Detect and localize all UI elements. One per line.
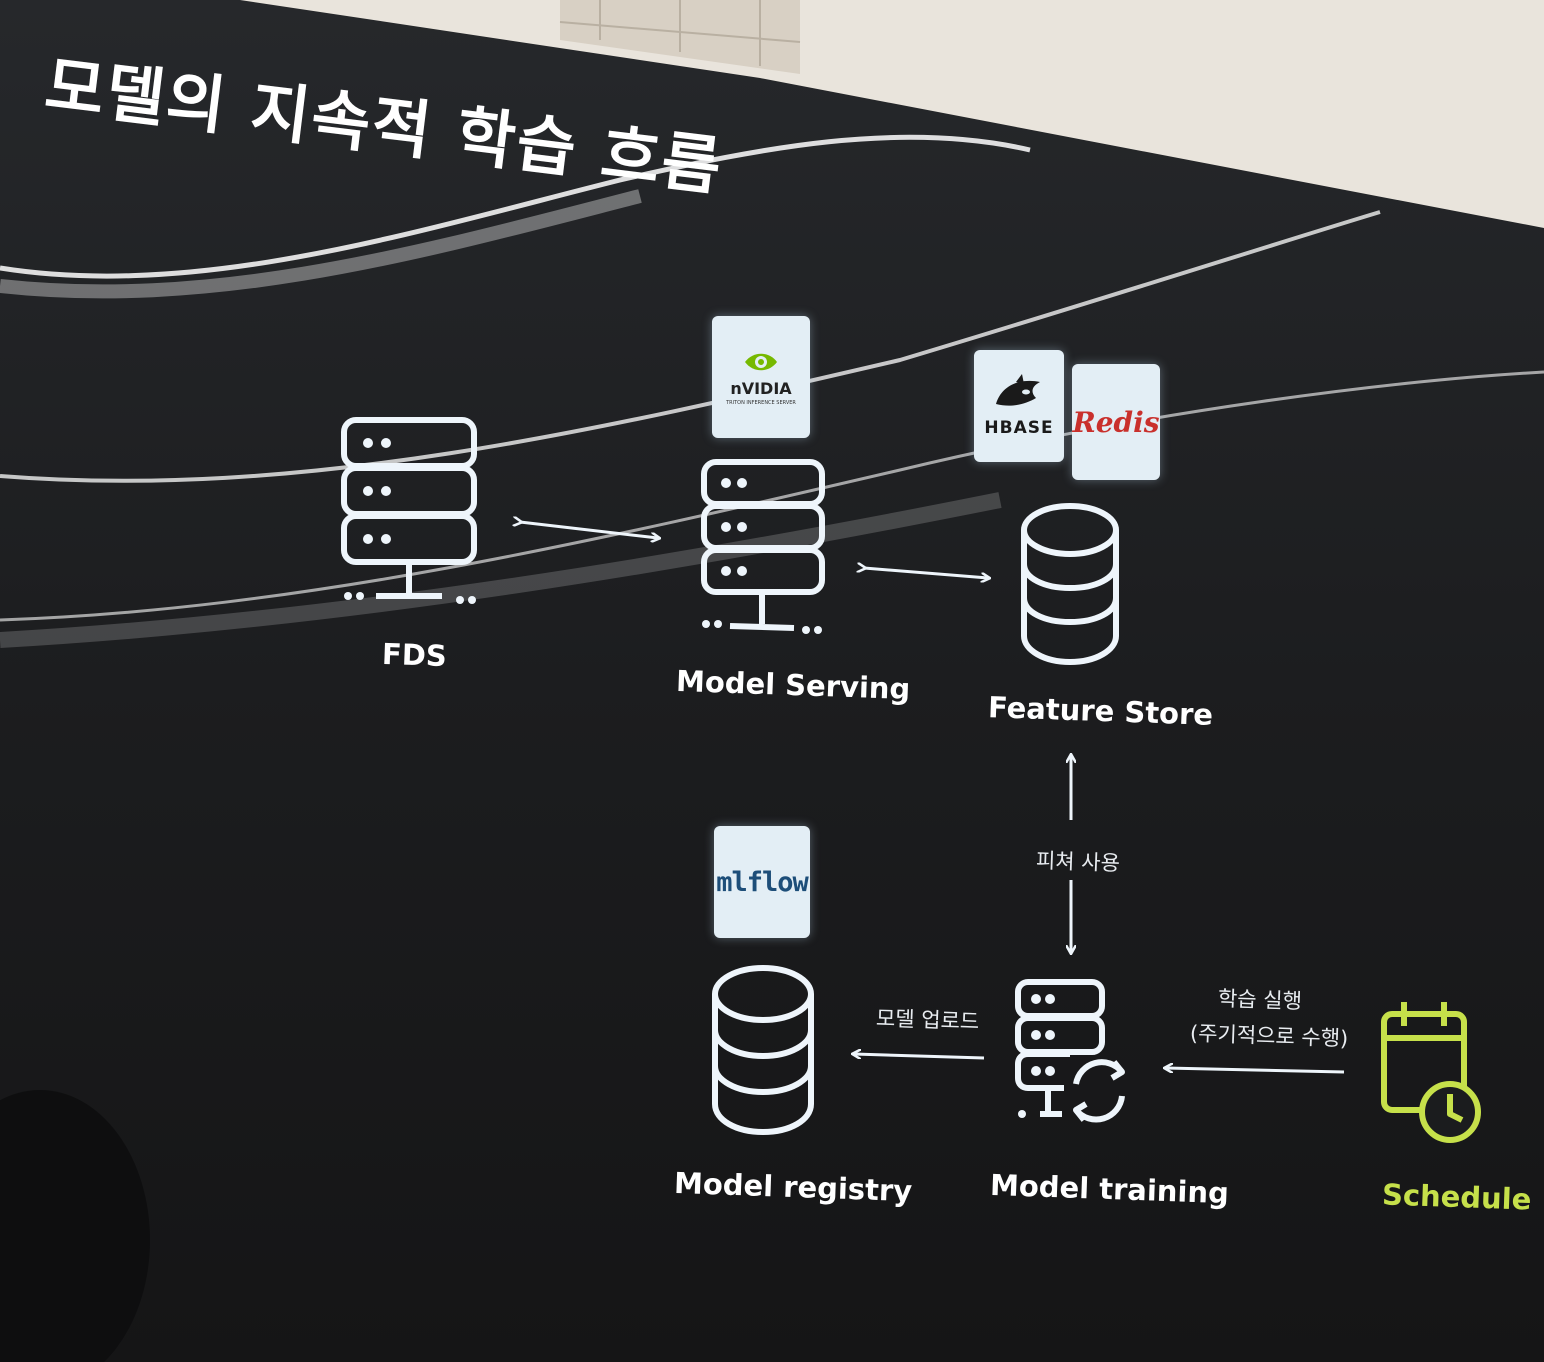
nvidia-logo: nVIDIA TRITON INFERENCE SERVER <box>712 316 810 438</box>
model-serving-server-icon <box>701 459 825 634</box>
hbase-logo: HBASE <box>974 350 1064 462</box>
nvidia-eye-icon <box>745 353 777 370</box>
wall-top <box>240 0 1544 228</box>
model-upload-label: 모델 업로드 <box>875 1006 980 1034</box>
fds-server-icon <box>341 417 477 604</box>
model-training-icon <box>1015 979 1125 1123</box>
hbase-logo-text: HBASE <box>984 418 1054 438</box>
schedule-training-arrow <box>1166 1068 1345 1074</box>
train-run-label: 학습 실행 <box>1217 986 1303 1014</box>
redis-logo: Redis <box>1072 364 1160 480</box>
serving-featurestore-arrow <box>864 568 988 578</box>
hbase-orca-icon <box>995 374 1040 406</box>
training-registry-arrow <box>854 1054 985 1060</box>
model-registry-database-icon <box>712 965 814 1136</box>
redis-logo-text: Redis <box>1072 405 1160 439</box>
feature-use-label: 피쳐 사용 <box>1035 848 1121 876</box>
nvidia-logo-text: nVIDIA <box>730 378 792 398</box>
mlflow-logo-text: mlflow <box>716 866 809 898</box>
nvidia-logo-subtext: TRITON INFERENCE SERVER <box>726 399 796 406</box>
feature-store-database-icon <box>1021 503 1119 666</box>
train-run-periodic-label: (주기적으로 수행) <box>1189 1021 1349 1051</box>
schedule-calendar-icon <box>1381 1002 1481 1143</box>
mlflow-logo: mlflow <box>714 826 810 938</box>
fds-serving-arrow <box>520 522 658 538</box>
